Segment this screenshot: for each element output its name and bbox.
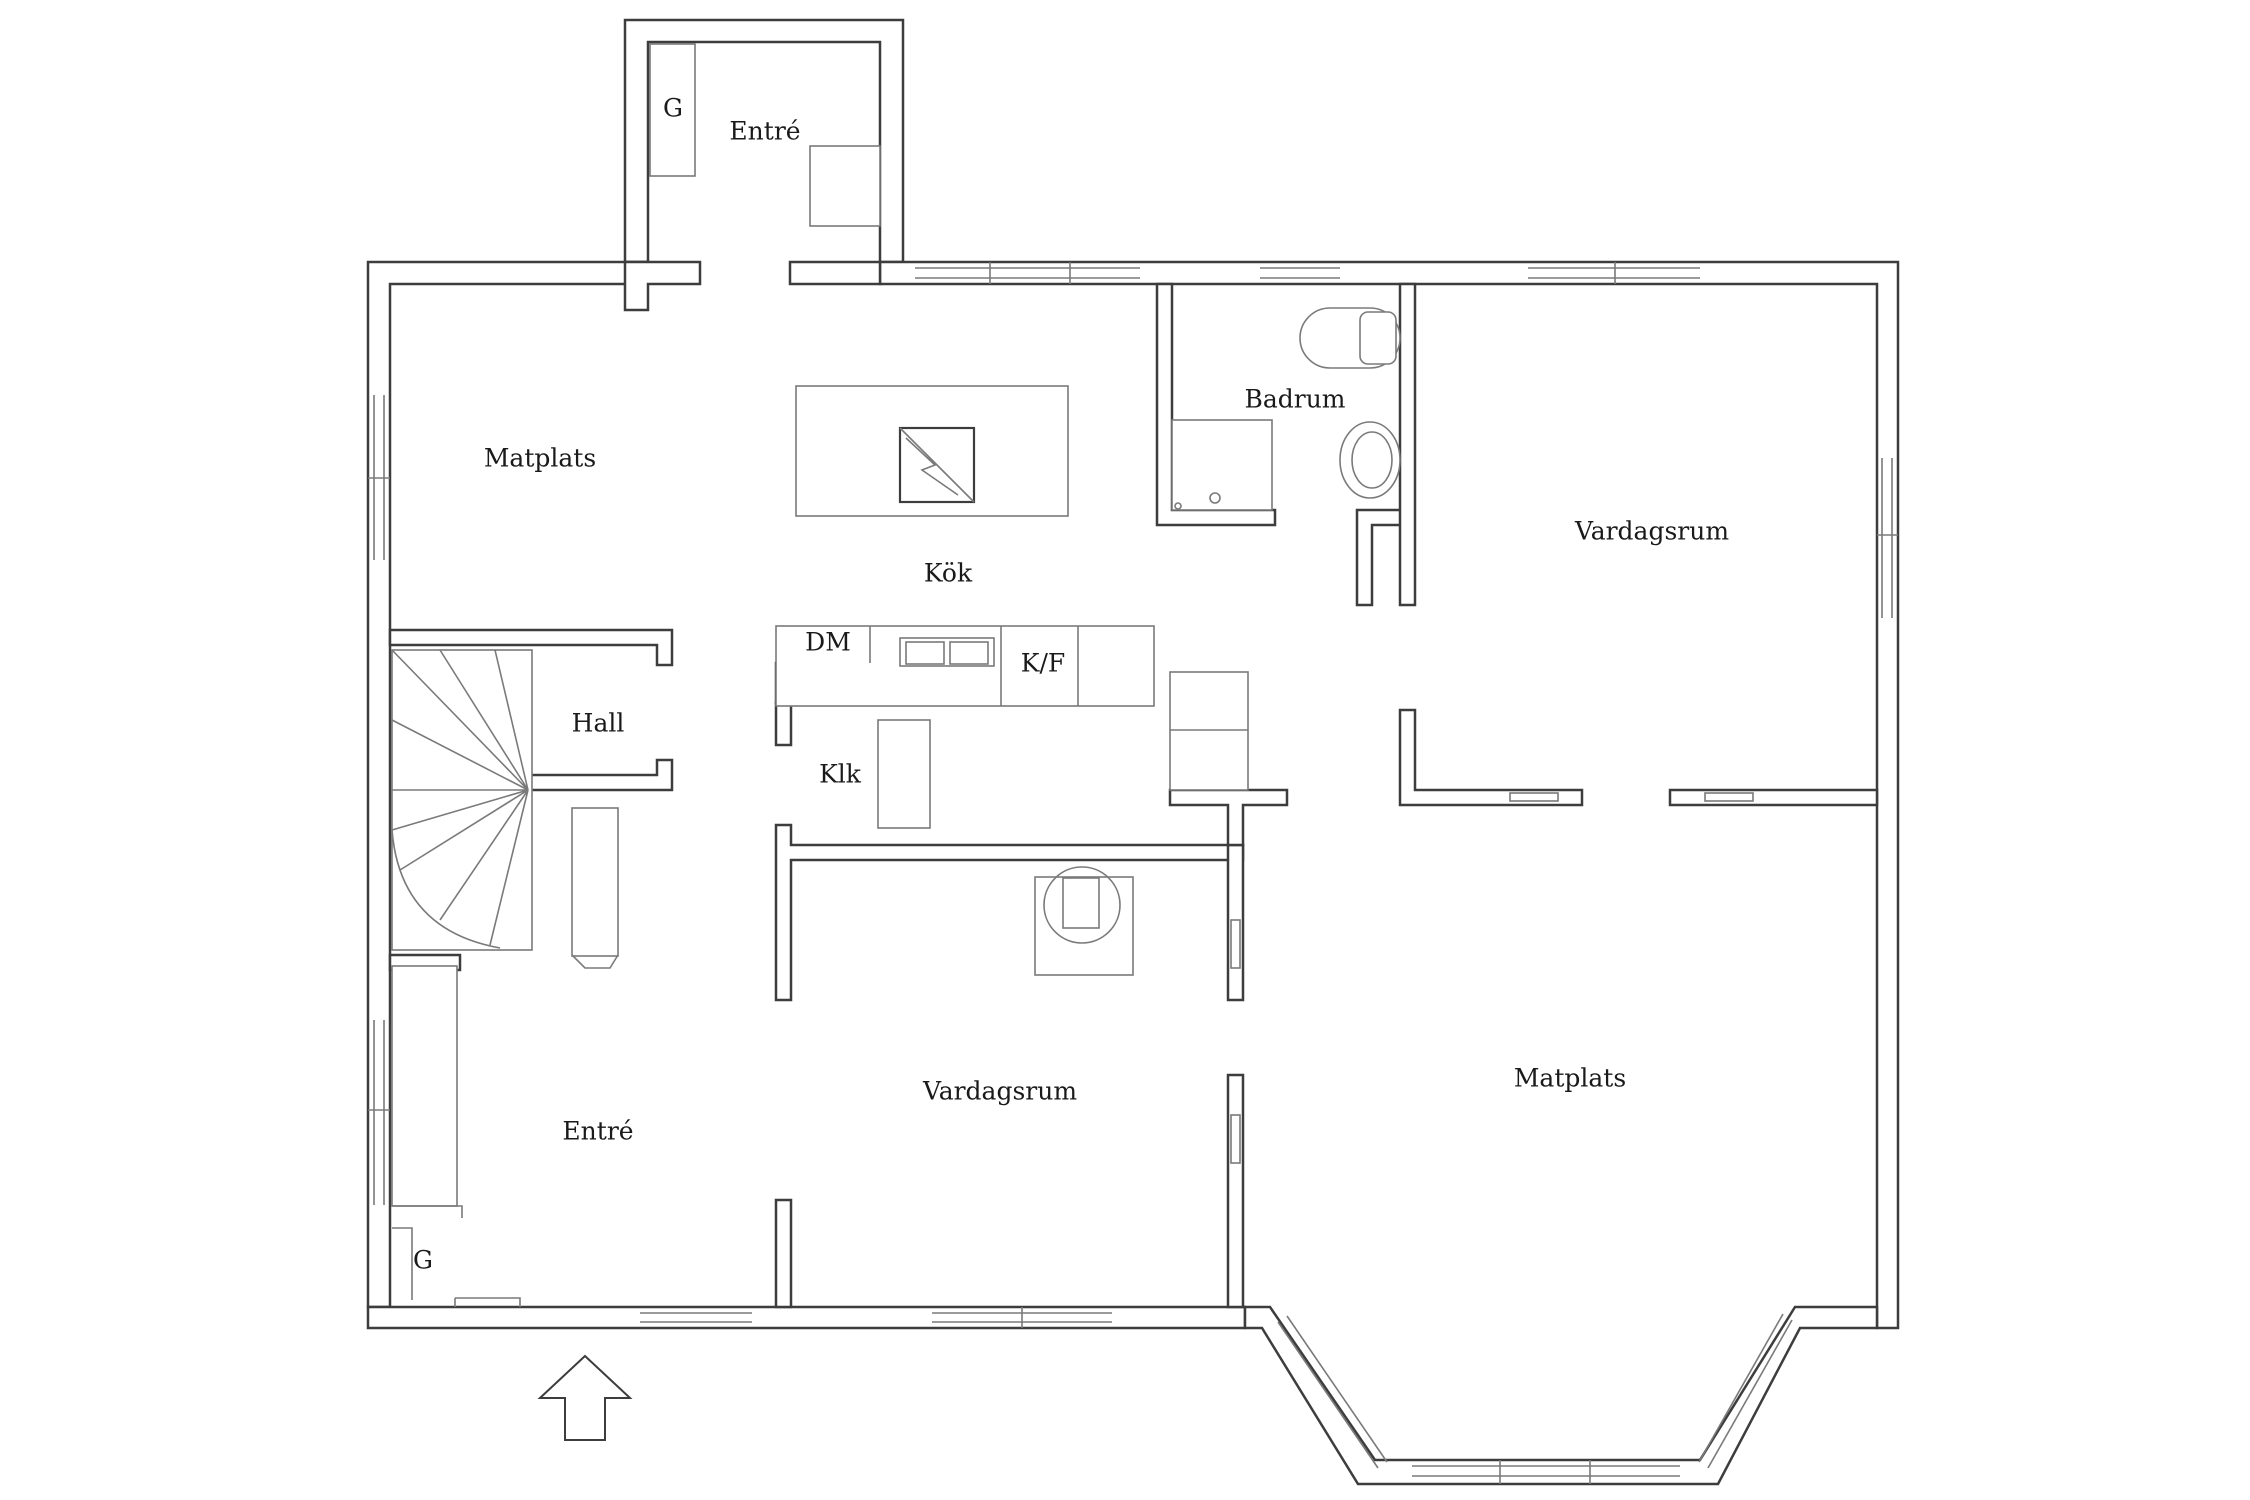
entrance-top-fixtures (649, 43, 881, 227)
room-label-garderob-bottom: G (413, 1246, 433, 1275)
room-label-entre-top: Entré (729, 117, 800, 146)
kitchen-island (795, 385, 1069, 517)
room-labels: Entré G Matplats Kök Badrum Vardagsrum H… (413, 94, 1729, 1275)
kitchen-counter (775, 625, 1249, 791)
room-label-vardagsrum-right: Vardagsrum (1574, 517, 1729, 546)
room-label-vardagsrum-center: Vardagsrum (922, 1077, 1077, 1106)
desk-area (1034, 866, 1134, 976)
windows (368, 262, 1898, 1484)
room-label-garderob-top: G (663, 94, 683, 123)
left-closet (391, 965, 521, 1307)
room-label-entre-bottom: Entré (562, 1117, 633, 1146)
bathroom-fixtures (1171, 307, 1401, 511)
staircase (391, 649, 619, 969)
exterior-walls (366, 18, 1900, 1486)
room-label-matplats-left: Matplats (484, 444, 596, 473)
fixture-label-dishwasher: DM (805, 628, 851, 657)
klk-wardrobe (877, 719, 931, 829)
interior-walls (388, 260, 1879, 1309)
doors (1230, 792, 1754, 1164)
room-label-badrum: Badrum (1244, 385, 1345, 414)
room-label-klk: Klk (819, 760, 862, 789)
entrance-arrow-icon (537, 1354, 633, 1441)
room-label-hall: Hall (572, 709, 625, 738)
fixture-label-fridge-freezer: K/F (1021, 649, 1065, 678)
room-label-kok: Kök (924, 559, 973, 588)
room-label-matplats-right: Matplats (1514, 1064, 1626, 1093)
